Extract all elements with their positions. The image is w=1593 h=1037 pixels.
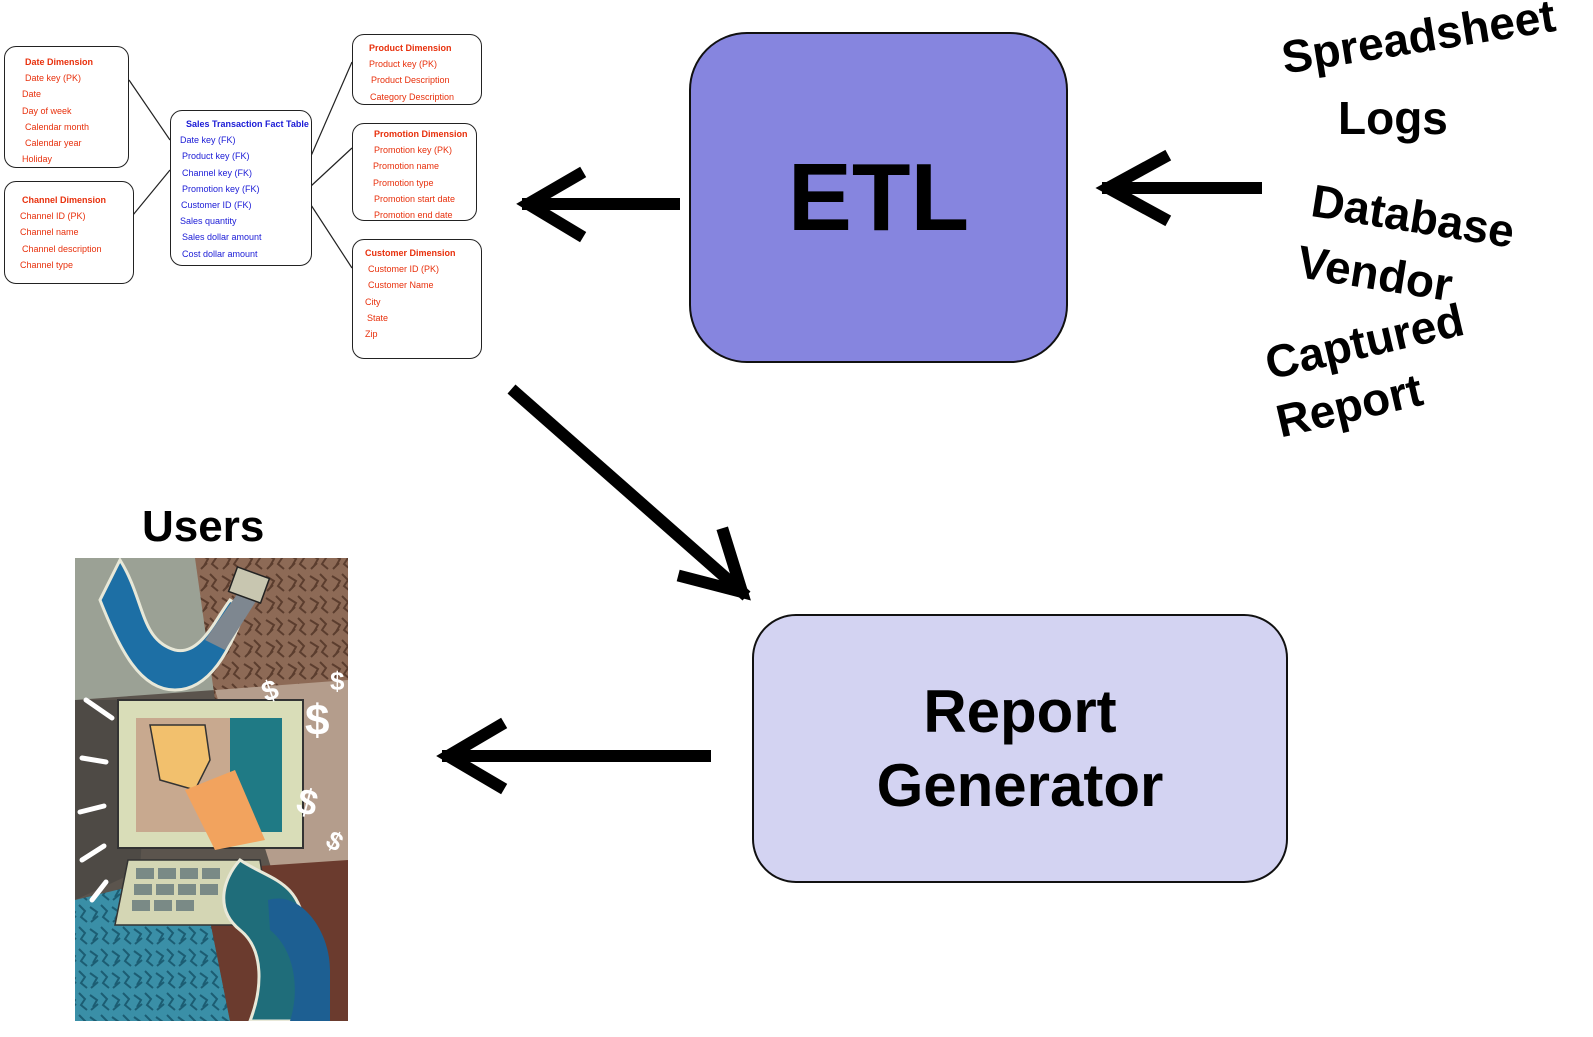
users-title: Users <box>142 502 265 551</box>
link-fact-product <box>310 61 353 157</box>
table-field: City <box>365 296 381 307</box>
table-field: Sales dollar amount <box>182 232 262 243</box>
table-field: Product key (PK) <box>369 59 438 70</box>
ray-mark <box>89 879 109 903</box>
table-field: Date key (FK) <box>180 135 236 146</box>
table-field: State <box>367 312 389 323</box>
dollar-sign-icon: $ <box>330 666 345 696</box>
hand-top <box>227 566 271 604</box>
grey-arm-top <box>205 590 258 650</box>
ray-mark <box>83 697 115 721</box>
dollar-sign-icon: $ <box>305 696 329 745</box>
table-field: Cost dollar amount <box>182 248 258 259</box>
promotion-dimension-table: Promotion Dimension Promotion key (PK) P… <box>352 123 477 221</box>
etl-label: ETL <box>787 143 970 251</box>
table-title: Date Dimension <box>25 57 94 67</box>
link-date-fact <box>128 79 171 141</box>
customer-dimension-table: Customer Dimension Customer ID (PK) Cust… <box>352 239 482 359</box>
table-field: Category Description <box>370 91 455 102</box>
table-title: Customer Dimension <box>365 248 456 258</box>
report-generator-label: Report Generator <box>877 675 1164 823</box>
table-field: Customer Name <box>368 280 434 291</box>
report-generator-line2: Generator <box>876 751 1164 819</box>
table-title: Sales Transaction Fact Table <box>186 119 309 129</box>
table-field: Product Description <box>371 75 450 86</box>
etl-box: ETL <box>689 32 1068 363</box>
table-field: Calendar year <box>25 138 82 149</box>
table-field: Customer ID (FK) <box>181 200 252 211</box>
arrow-warehouse-to-report <box>507 384 751 601</box>
table-field: Date <box>22 89 42 100</box>
table-field: Promotion key (FK) <box>182 183 260 194</box>
table-field: Promotion end date <box>374 210 453 221</box>
table-field: Channel name <box>20 227 79 238</box>
arrow-etl-to-warehouse <box>516 166 680 243</box>
table-field: Sales quantity <box>180 216 237 227</box>
date-dimension-table: Date Dimension Date key (PK) Date Day of… <box>4 46 129 168</box>
table-field: Promotion start date <box>374 193 456 204</box>
table-field: Channel ID (PK) <box>20 211 86 222</box>
link-fact-promotion <box>310 147 353 187</box>
table-field: Day of week <box>22 105 72 116</box>
orange-arm <box>185 770 265 850</box>
table-field: Product key (FK) <box>182 151 250 162</box>
blue-figure-bottom <box>268 898 330 1021</box>
report-generator-box: Report Generator <box>752 614 1288 883</box>
source-logs: Logs <box>1338 92 1448 144</box>
table-field: Zip <box>365 329 378 340</box>
table-field: Date key (PK) <box>25 73 82 84</box>
table-title: Promotion Dimension <box>374 129 468 139</box>
table-field: Holiday <box>22 154 53 165</box>
table-field: Customer ID (PK) <box>368 264 440 275</box>
arrow-report-to-users <box>436 717 711 795</box>
table-field: Channel description <box>22 243 102 254</box>
ray-mark <box>79 843 107 863</box>
table-title: Channel Dimension <box>22 195 107 205</box>
link-fact-customer <box>310 204 353 269</box>
table-field: Channel key (FK) <box>182 167 253 178</box>
ray-mark <box>79 755 109 765</box>
ray-mark <box>77 803 107 815</box>
table-field: Promotion name <box>373 161 440 172</box>
link-channel-fact <box>132 169 171 216</box>
table-field: Promotion type <box>373 177 434 188</box>
hand-on-screen <box>149 724 211 791</box>
table-field: Calendar month <box>25 121 90 132</box>
table-field: Channel type <box>20 259 74 270</box>
arrow-sources-to-etl <box>1095 149 1262 227</box>
table-title: Product Dimension <box>369 43 452 53</box>
report-generator-line1: Report <box>923 677 1117 745</box>
product-dimension-table: Product Dimension Product key (PK) Produ… <box>352 34 482 105</box>
sales-fact-table: Sales Transaction Fact Table Date key (F… <box>170 110 312 266</box>
table-field: Promotion key (PK) <box>374 145 453 156</box>
channel-dimension-table: Channel Dimension Channel ID (PK) Channe… <box>4 181 134 284</box>
